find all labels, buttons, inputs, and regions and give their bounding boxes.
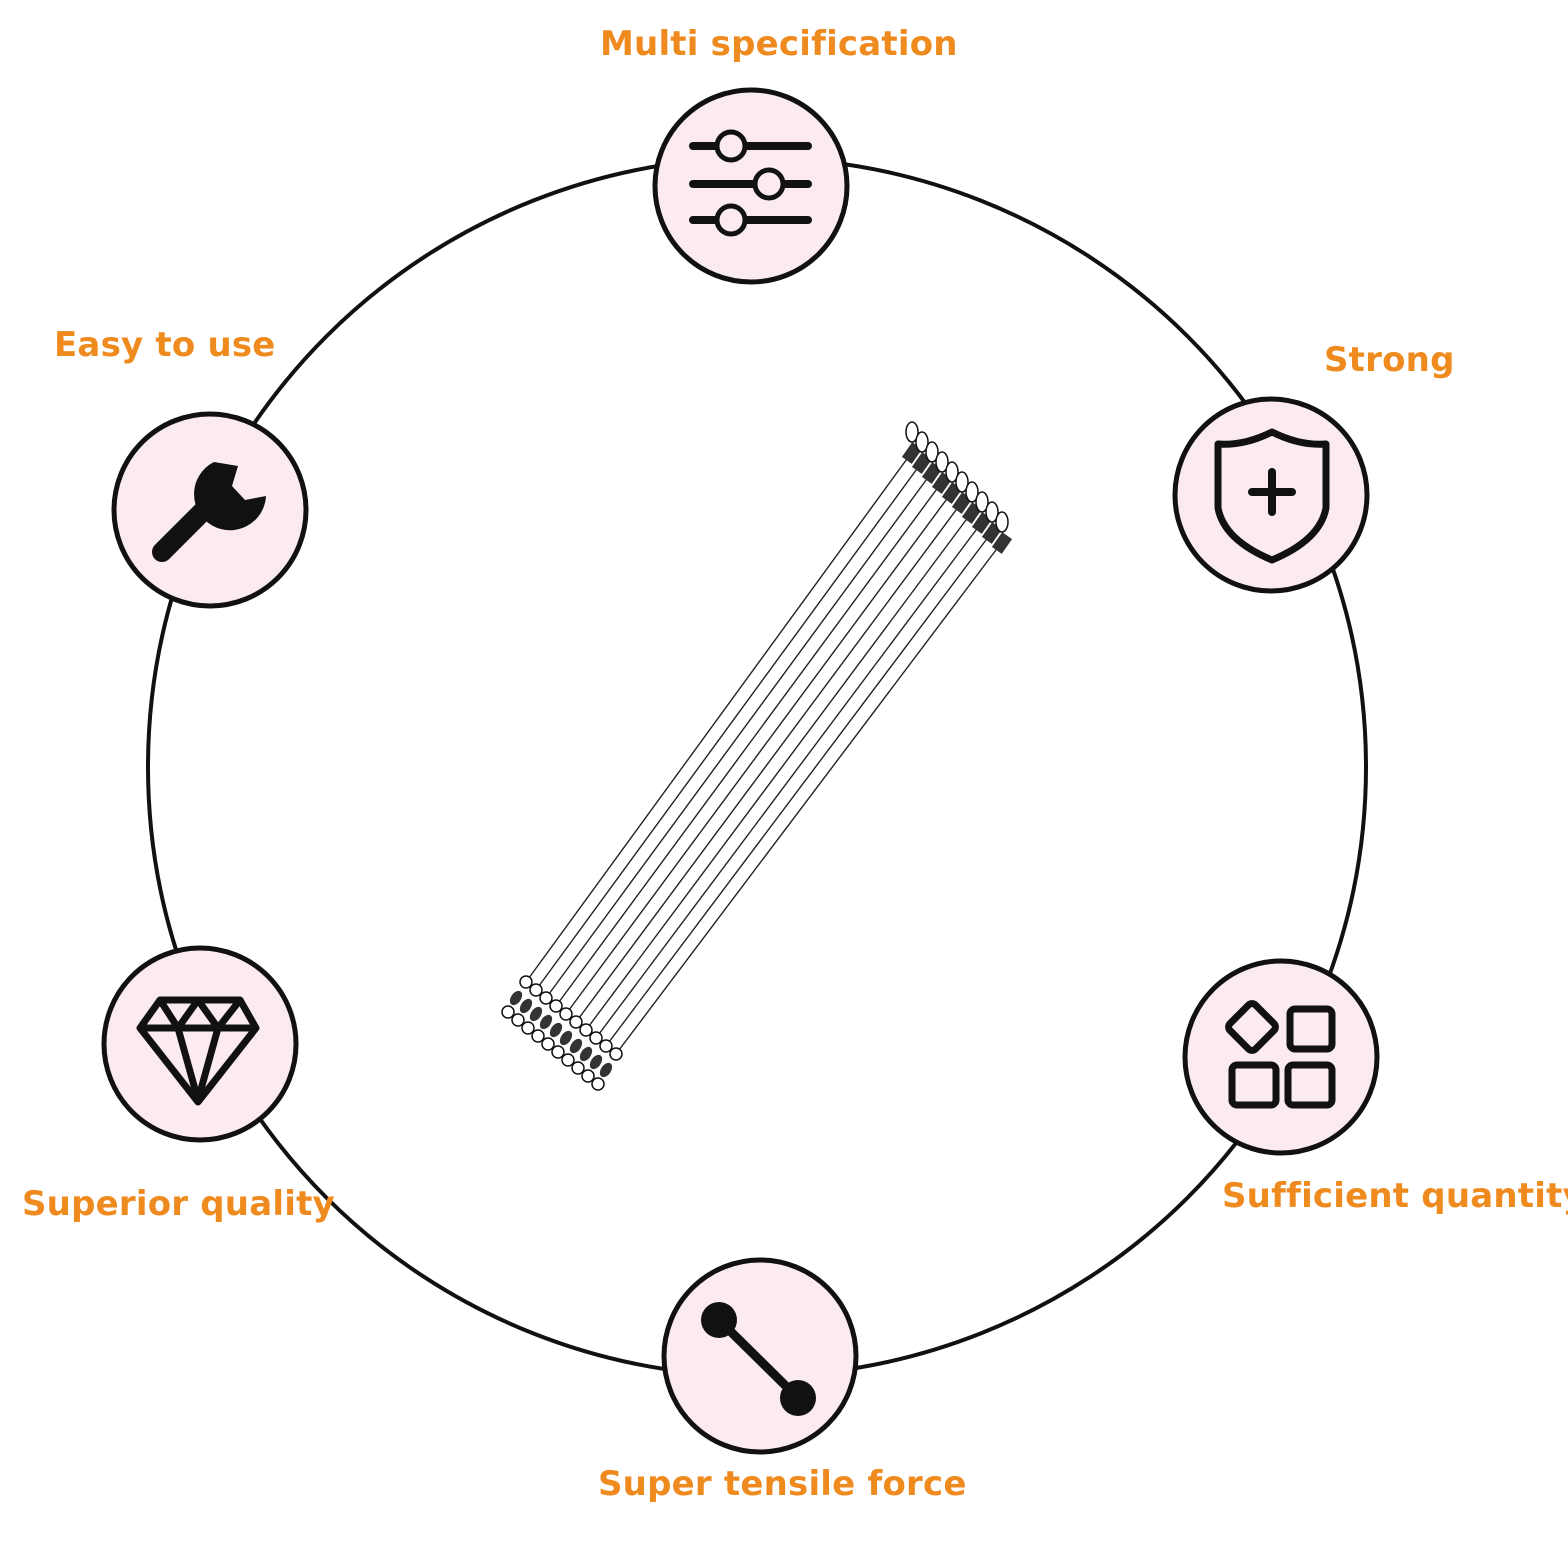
dumbbell-link-icon: [701, 1302, 816, 1416]
label-sufficient-quantity: Sufficient quantity: [1222, 1176, 1568, 1216]
wire-leader: [531, 451, 953, 1043]
node-sufficient-quantity: [1182, 958, 1380, 1156]
wire-leader: [511, 431, 933, 1027]
diamond-icon: [136, 996, 260, 1106]
label-strong: Strong: [1324, 340, 1455, 380]
wire-leader: [551, 471, 973, 1059]
node-multi-specification: [652, 87, 850, 285]
label-superior-quality: Superior quality: [22, 1184, 335, 1224]
wire-leader: [581, 501, 1003, 1083]
node-strong: [1172, 396, 1370, 594]
wire-leader: [521, 441, 943, 1035]
node-super-tensile-force: [661, 1257, 859, 1455]
fishing-wire-leaders-image: [501, 421, 1013, 1091]
label-easy-to-use: Easy to use: [54, 325, 276, 365]
label-super-tensile-force: Super tensile force: [598, 1464, 967, 1504]
grid-blocks-icon: [1225, 1000, 1336, 1109]
wire-leader: [561, 481, 983, 1067]
shield-plus-icon: [1214, 428, 1330, 564]
wire-leader: [541, 461, 963, 1051]
wire-leader: [571, 491, 993, 1075]
node-superior-quality: [101, 945, 299, 1143]
label-multi-specification: Multi specification: [600, 24, 958, 64]
wire-leader: [591, 511, 1013, 1091]
node-easy-to-use: [111, 411, 309, 609]
sliders-icon: [689, 129, 812, 237]
wrench-icon: [152, 462, 266, 562]
wire-leader: [501, 421, 923, 1019]
